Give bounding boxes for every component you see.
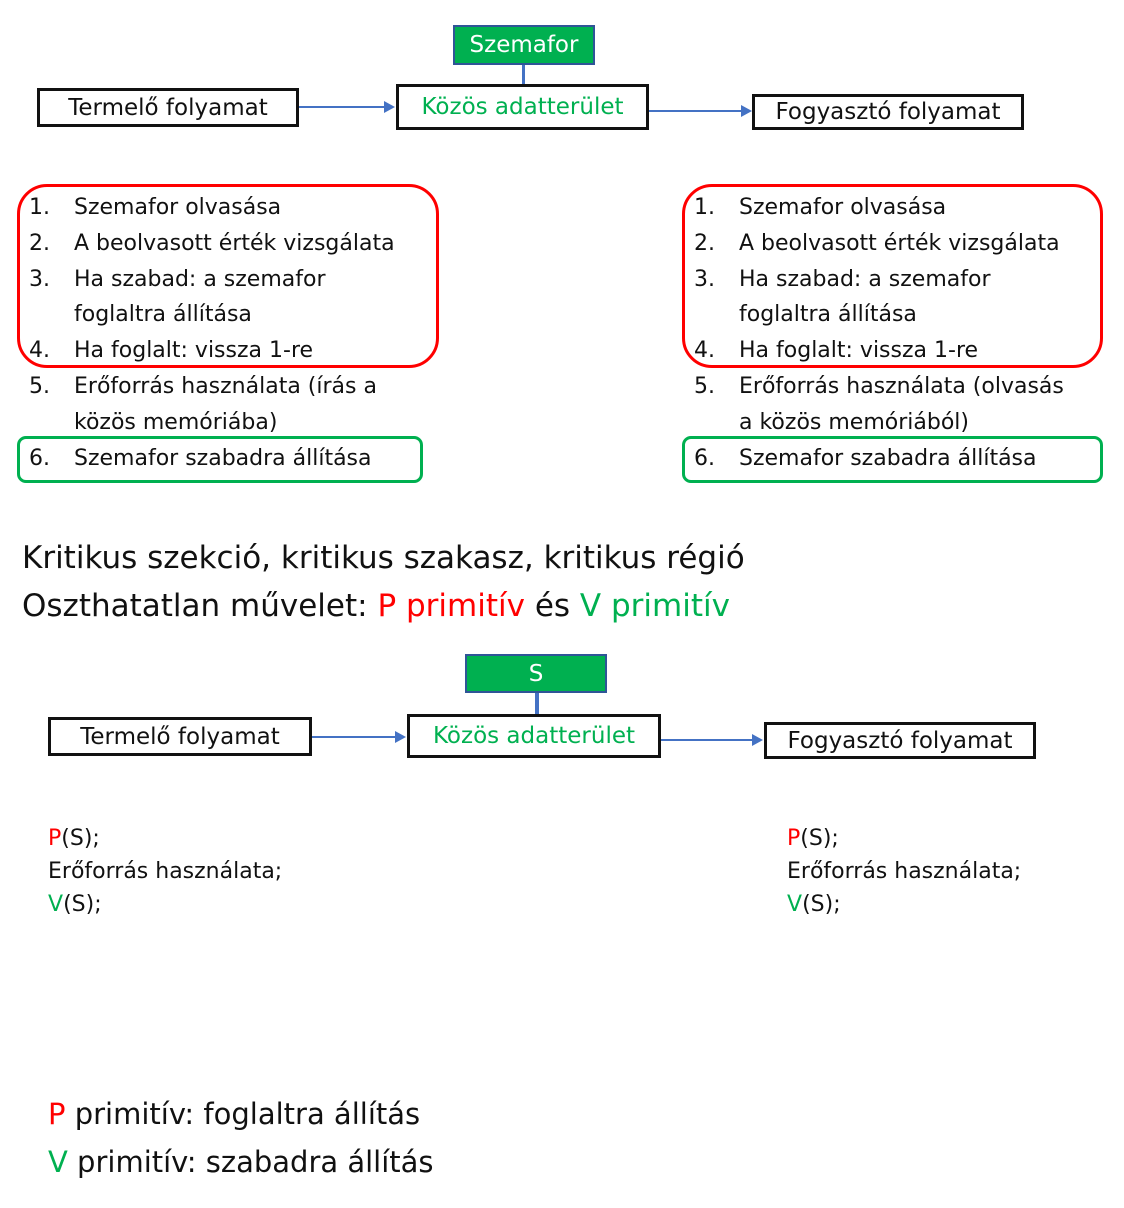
right-red-frame bbox=[682, 184, 1103, 368]
bottom-producer-label: Termelő folyamat bbox=[80, 723, 280, 750]
left-step-4-text: Ha foglalt: vissza 1-re bbox=[74, 338, 314, 364]
shared-area-label: Közös adatterület bbox=[421, 94, 624, 120]
v-primitive-term: V primitív bbox=[579, 588, 730, 624]
bottom-consumer-label: Fogyasztó folyamat bbox=[787, 727, 1013, 754]
right-step-2-number: 2. bbox=[694, 230, 715, 256]
right-step-4-text: Ha foglalt: vissza 1-re bbox=[739, 338, 979, 364]
left-code-block: P(S); Erőforrás használata; V(S); bbox=[48, 822, 282, 921]
right-step-3-text: foglaltra állítása bbox=[739, 302, 917, 328]
left-resource-use: Erőforrás használata; bbox=[48, 859, 283, 884]
and-word: és bbox=[524, 588, 580, 624]
right-step-6-text: Szemafor szabadra állítása bbox=[739, 445, 1037, 471]
right-step-1-text: Szemafor olvasása bbox=[739, 195, 947, 220]
right-green-frame bbox=[682, 436, 1103, 483]
semaphore-connector bbox=[522, 65, 525, 87]
bottom-consumer-box: Fogyasztó folyamat bbox=[764, 722, 1036, 759]
left-red-frame bbox=[17, 184, 439, 368]
arrow-shared-consumer bbox=[649, 110, 742, 112]
right-code-block: P(S); Erőforrás használata; V(S); bbox=[787, 822, 1021, 921]
left-step-1-text: Szemafor olvasása bbox=[74, 195, 282, 220]
left-step-2-number: 2. bbox=[29, 230, 50, 256]
right-step-5-text: Erőforrás használata (olvasás bbox=[739, 374, 1064, 399]
right-step-5-text: a közös memóriából) bbox=[739, 409, 969, 435]
v-primitive-summary: V primitív: szabadra állítás bbox=[48, 1145, 434, 1179]
p-primitive-summary: P primitív: foglaltra állítás bbox=[48, 1097, 421, 1131]
bottom-arrow-shared-consumer bbox=[661, 739, 753, 741]
s-semaphore-label: S bbox=[528, 660, 544, 687]
right-step-4-number: 4. bbox=[694, 338, 715, 364]
atomic-operation-heading: Oszthatatlan művelet: P primitív és V pr… bbox=[22, 588, 730, 624]
left-p-call: P(S); bbox=[48, 826, 100, 851]
producer-box: Termelő folyamat bbox=[37, 88, 299, 127]
right-step-6-number: 6. bbox=[694, 445, 715, 471]
right-step-2-text: A beolvasott érték vizsgálata bbox=[739, 230, 1060, 256]
atomic-prefix: Oszthatatlan művelet: bbox=[22, 588, 378, 624]
right-step-3-number: 3. bbox=[694, 266, 715, 292]
shared-area-box: Közös adatterület bbox=[396, 84, 649, 130]
right-p-call: P(S); bbox=[787, 826, 839, 851]
s-semaphore-connector bbox=[535, 693, 539, 716]
consumer-label: Fogyasztó folyamat bbox=[775, 99, 1001, 125]
bottom-arrow-head-producer-shared bbox=[395, 731, 406, 743]
right-v-call: V(S); bbox=[787, 892, 841, 917]
right-step-3-text: Ha szabad: a szemafor bbox=[739, 266, 991, 292]
bottom-arrow-head-shared-consumer bbox=[752, 734, 763, 746]
critical-section-heading: Kritikus szekció, kritikus szakasz, krit… bbox=[22, 540, 745, 576]
bottom-arrow-producer-shared bbox=[312, 736, 396, 738]
left-step-3-text: foglaltra állítása bbox=[74, 302, 252, 328]
right-resource-use: Erőforrás használata; bbox=[787, 859, 1022, 884]
s-semaphore-box: S bbox=[465, 654, 607, 693]
bottom-producer-box: Termelő folyamat bbox=[48, 717, 312, 756]
left-step-2-text: A beolvasott érték vizsgálata bbox=[74, 230, 395, 256]
right-step-5-number: 5. bbox=[694, 374, 715, 399]
left-step-3-text: Ha szabad: a szemafor bbox=[74, 266, 326, 292]
arrow-head-producer-shared bbox=[384, 101, 395, 113]
arrow-producer-shared bbox=[299, 106, 385, 108]
left-step-5-text: közös memóriába) bbox=[74, 409, 278, 435]
producer-label: Termelő folyamat bbox=[68, 94, 268, 121]
left-step-1-number: 1. bbox=[29, 195, 50, 220]
left-step-6-text: Szemafor szabadra állítása bbox=[74, 445, 372, 471]
left-step-3-number: 3. bbox=[29, 266, 50, 292]
right-step-1-number: 1. bbox=[694, 195, 715, 220]
left-step-4-number: 4. bbox=[29, 338, 50, 364]
left-green-frame bbox=[17, 436, 423, 483]
semaphore-label: Szemafor bbox=[469, 32, 579, 58]
semaphore-box: Szemafor bbox=[453, 25, 595, 65]
left-step-6-number: 6. bbox=[29, 445, 50, 471]
left-v-call: V(S); bbox=[48, 892, 102, 917]
bottom-shared-area-box: Közös adatterület bbox=[407, 714, 661, 758]
arrow-head-shared-consumer bbox=[741, 105, 752, 117]
consumer-box: Fogyasztó folyamat bbox=[752, 94, 1024, 130]
bottom-shared-area-label: Közös adatterület bbox=[432, 723, 635, 749]
p-primitive-term: P primitív bbox=[377, 588, 525, 624]
left-step-5-text: Erőforrás használata (írás a bbox=[74, 374, 377, 399]
left-step-5-number: 5. bbox=[29, 374, 50, 399]
